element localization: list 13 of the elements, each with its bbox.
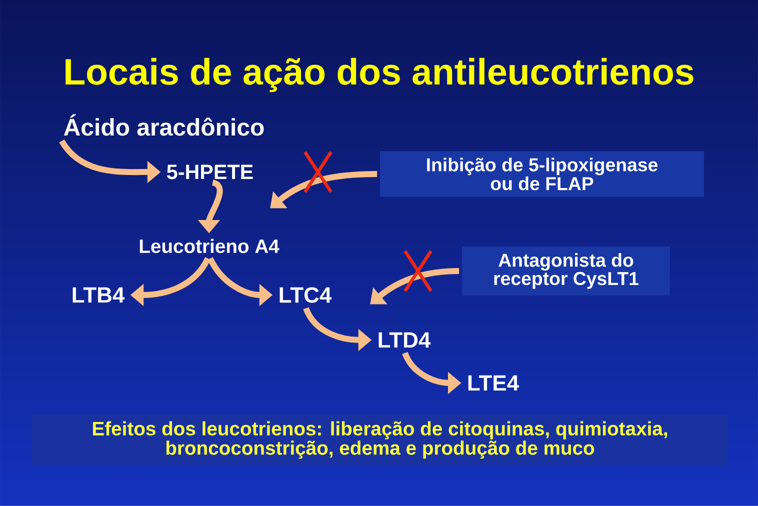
substance-label: LTC4 bbox=[280, 287, 332, 303]
arrow bbox=[270, 171, 378, 208]
effects-box: Efeitos dos leucotrienos: liberação de citoquinas, quimiotaxia, broncoconstrição, edema e produção de muco bbox=[32, 414, 728, 466]
substance-label: LTB4 bbox=[72, 287, 125, 303]
substance-label: LTE4 bbox=[468, 375, 519, 391]
substance-label: Leucotrieno A4 bbox=[140, 238, 280, 254]
slide-title: Locais de ação dos antileucotrienos bbox=[66, 58, 694, 92]
antagonist-box: Antagonista do receptor CysLT1 bbox=[462, 246, 670, 296]
inhibition-box: Inibição de 5-lipoxigenase ou de FLAP bbox=[380, 151, 704, 197]
arrow bbox=[370, 268, 460, 304]
substance-label: LTD4 bbox=[378, 332, 431, 348]
substance-label: 5-HPETE bbox=[167, 164, 253, 180]
substance-label: Ácido aracdônico bbox=[64, 114, 264, 136]
